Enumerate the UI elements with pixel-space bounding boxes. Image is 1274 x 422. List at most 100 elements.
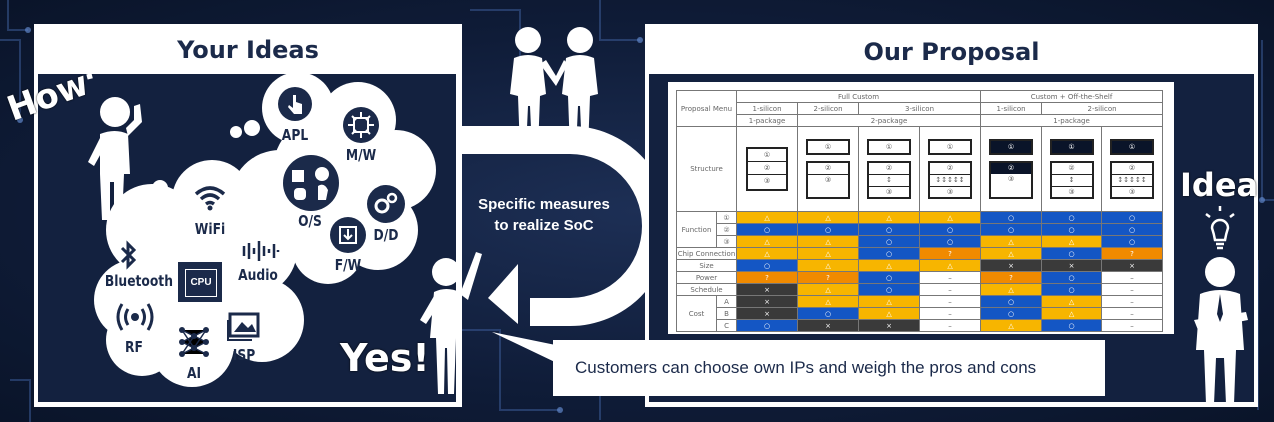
touch-app-icon bbox=[278, 87, 312, 121]
rating-cell: ○ bbox=[797, 223, 860, 236]
structure-header: Structure bbox=[675, 126, 738, 212]
image-icon bbox=[227, 312, 260, 341]
callout-text: Customers can choose own IPs and weigh t… bbox=[575, 358, 1037, 377]
package-header: 1-package bbox=[980, 114, 1164, 127]
rating-cell: △ bbox=[797, 211, 860, 224]
wifi-label: WiFi bbox=[194, 220, 226, 238]
handshake-icon bbox=[510, 27, 598, 150]
ai-network-icon bbox=[179, 327, 209, 357]
rating-cell: ○ bbox=[980, 223, 1043, 236]
rf-label: RF bbox=[125, 338, 143, 356]
os-logos-icon bbox=[283, 155, 339, 211]
idea-person-icon bbox=[1194, 257, 1248, 404]
silicon-header: 3-silicon bbox=[858, 102, 982, 115]
rating-row: ③△△○○△△○ bbox=[677, 235, 1164, 248]
rating-row: C○××–△○– bbox=[677, 319, 1164, 332]
rating-cell: × bbox=[736, 283, 799, 296]
bluetooth-label: Bluetooth bbox=[104, 272, 173, 290]
rating-cell: ○ bbox=[858, 235, 921, 248]
row-label: Function bbox=[676, 211, 717, 248]
rating-cell: ? bbox=[736, 271, 799, 284]
silicon-header: 1-silicon bbox=[736, 102, 799, 115]
package-header: 2-package bbox=[797, 114, 982, 127]
fw-label: F/W bbox=[334, 256, 362, 274]
rating-cell: △ bbox=[797, 283, 860, 296]
audio-wave-icon bbox=[242, 241, 280, 261]
middleware-chip-icon bbox=[343, 107, 379, 143]
rating-cell: × bbox=[736, 307, 799, 320]
rating-cell: △ bbox=[980, 247, 1043, 260]
rating-row: Schedule×△○–△○– bbox=[675, 283, 1164, 296]
measures-text: Specific measures to realize SoC bbox=[466, 194, 622, 236]
rating-cell: △ bbox=[736, 235, 799, 248]
yes-label: Yes! bbox=[340, 336, 430, 380]
dd-label: D/D bbox=[373, 226, 399, 244]
cpu-chip-icon: CPU bbox=[178, 262, 222, 302]
rating-row: Chip Connection△△○?△○? bbox=[675, 247, 1164, 260]
rating-cell: – bbox=[919, 283, 982, 296]
callout-box: Customers can choose own IPs and weigh t… bbox=[553, 340, 1105, 396]
rating-cell: – bbox=[919, 271, 982, 284]
rating-cell: ? bbox=[797, 271, 860, 284]
group-full-custom: Full Custom bbox=[736, 90, 982, 103]
rating-cell: ○ bbox=[858, 283, 921, 296]
rating-cell: ○ bbox=[1101, 211, 1164, 224]
rating-cell: ○ bbox=[1041, 223, 1103, 236]
rating-cell: △ bbox=[1041, 235, 1103, 248]
idea-label: Idea bbox=[1180, 166, 1259, 204]
rating-cell: ○ bbox=[980, 307, 1043, 320]
rating-cell: ○ bbox=[1041, 211, 1103, 224]
mw-label: M/W bbox=[345, 146, 377, 164]
package-header: 1-package bbox=[736, 114, 799, 127]
rating-cell: △ bbox=[980, 283, 1043, 296]
row-label: Schedule bbox=[675, 283, 738, 296]
rating-cell: △ bbox=[736, 211, 799, 224]
isp-label: ISP bbox=[232, 346, 256, 364]
rating-cell: ○ bbox=[1101, 235, 1164, 248]
rating-cell: ○ bbox=[858, 223, 921, 236]
row-label: Power bbox=[675, 271, 738, 284]
rating-row: Size○△△△××× bbox=[675, 259, 1164, 272]
rating-cell: ○ bbox=[919, 235, 982, 248]
rating-cell: ○ bbox=[858, 247, 921, 260]
rating-cell: △ bbox=[797, 235, 860, 248]
device-driver-gears-icon bbox=[367, 185, 405, 223]
rating-cell: ○ bbox=[919, 223, 982, 236]
rating-cell: ○ bbox=[736, 319, 799, 332]
group-custom-off-the-shelf: Custom + Off-the-Shelf bbox=[980, 90, 1164, 103]
rating-cell: × bbox=[797, 319, 860, 332]
rating-cell: ? bbox=[1101, 247, 1164, 260]
silicon-header: 2-silicon bbox=[797, 102, 860, 115]
rating-cell: – bbox=[1101, 319, 1164, 332]
rating-cell: ? bbox=[980, 271, 1043, 284]
row-sublabel: C bbox=[715, 319, 738, 332]
rating-cell: – bbox=[1101, 295, 1164, 308]
row-sublabel: ② bbox=[715, 223, 738, 236]
measures-line-1: Specific measures bbox=[478, 196, 610, 213]
proposal-table-sheet: Proposal Menu Full Custom Custom + Off-t… bbox=[668, 82, 1174, 334]
rating-cell: △ bbox=[858, 295, 921, 308]
rating-cell: △ bbox=[980, 235, 1043, 248]
row-label: Chip Connection bbox=[675, 247, 738, 260]
row-label: Cost bbox=[676, 295, 717, 332]
our-proposal-title: Our Proposal bbox=[863, 38, 1040, 66]
rating-cell: – bbox=[1101, 283, 1164, 296]
rating-cell: △ bbox=[797, 295, 860, 308]
rating-cell: ○ bbox=[1041, 247, 1103, 260]
bluetooth-icon bbox=[120, 240, 137, 270]
proposal-menu-header: Proposal Menu bbox=[675, 90, 738, 127]
rating-cell: △ bbox=[858, 307, 921, 320]
rf-signal-icon bbox=[116, 303, 154, 331]
os-label: O/S bbox=[298, 212, 322, 230]
lightbulb-icon bbox=[1205, 206, 1235, 250]
rating-cell: – bbox=[1101, 307, 1164, 320]
